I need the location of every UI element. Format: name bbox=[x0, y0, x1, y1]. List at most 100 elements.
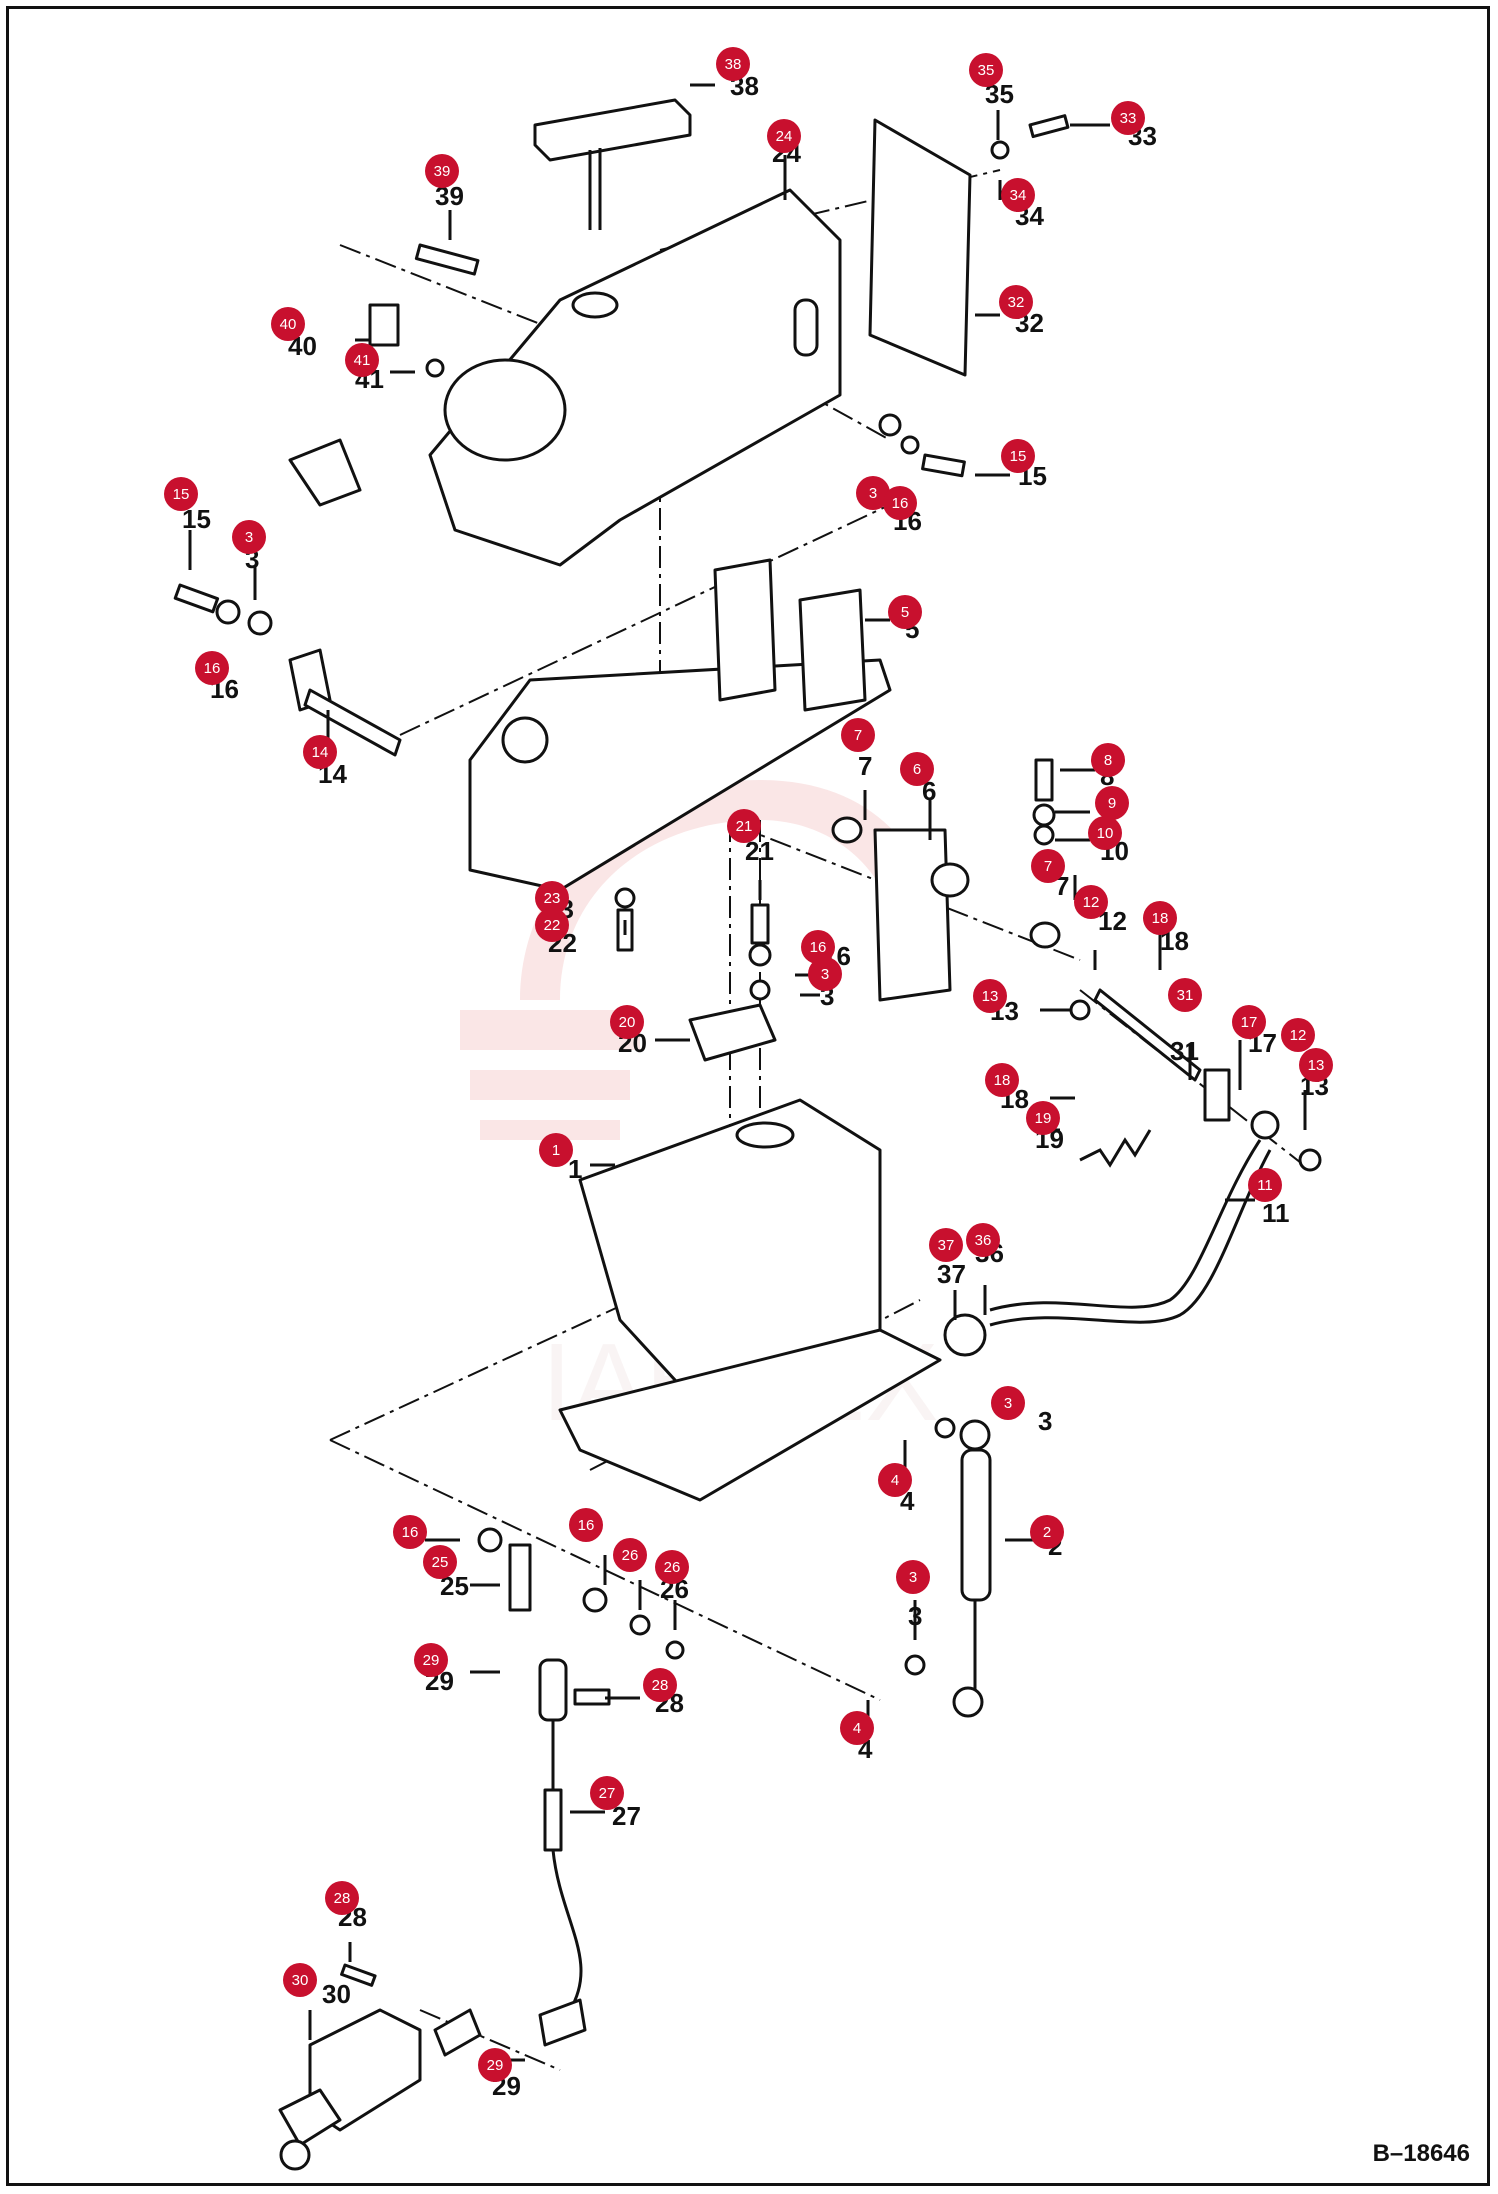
callout-badge: 29 bbox=[414, 1643, 448, 1677]
svg-text:21: 21 bbox=[736, 818, 753, 835]
callout-badge: 25 bbox=[423, 1545, 457, 1579]
svg-text:12: 12 bbox=[1290, 1027, 1307, 1044]
svg-text:29: 29 bbox=[423, 1652, 440, 1669]
svg-text:28: 28 bbox=[334, 1890, 351, 1907]
svg-text:16: 16 bbox=[204, 660, 221, 677]
callout-badge: 20 bbox=[610, 1005, 644, 1039]
callout-badge: 27 bbox=[590, 1776, 624, 1810]
callout-badge: 28 bbox=[325, 1881, 359, 1915]
ref-37: 37 bbox=[937, 1259, 966, 1289]
svg-text:27: 27 bbox=[599, 1785, 616, 1802]
gas-strut bbox=[904, 1417, 992, 1718]
svg-text:17: 17 bbox=[1241, 1014, 1258, 1031]
svg-text:3: 3 bbox=[869, 485, 877, 502]
svg-text:8: 8 bbox=[1104, 752, 1112, 769]
callout-badge: 4 bbox=[840, 1711, 874, 1745]
svg-text:12: 12 bbox=[1083, 894, 1100, 911]
callout-badge: 11 bbox=[1248, 1168, 1282, 1202]
svg-text:41: 41 bbox=[354, 352, 371, 369]
callout-badge: 23 bbox=[535, 881, 569, 915]
side-plate bbox=[868, 118, 972, 377]
callout-badge: 35 bbox=[969, 53, 1003, 87]
handle bbox=[533, 98, 692, 230]
svg-text:25: 25 bbox=[432, 1554, 449, 1571]
callout-badge: 41 bbox=[345, 343, 379, 377]
callout-badge: 18 bbox=[985, 1063, 1019, 1097]
callout-badge: 39 bbox=[425, 154, 459, 188]
svg-text:4: 4 bbox=[853, 1720, 861, 1737]
svg-text:34: 34 bbox=[1010, 187, 1027, 204]
svg-text:3: 3 bbox=[909, 1569, 917, 1586]
pivot-shaft bbox=[288, 648, 402, 757]
svg-text:4: 4 bbox=[891, 1472, 899, 1489]
callout-badge: 17 bbox=[1232, 1005, 1266, 1039]
callout-badge: 36 bbox=[966, 1223, 1000, 1257]
callout-badge: 40 bbox=[271, 307, 305, 341]
callout-badge: 33 bbox=[1111, 101, 1145, 135]
ref-7a: 7 bbox=[858, 751, 872, 781]
lower-linkage bbox=[477, 1527, 685, 2011]
svg-text:40: 40 bbox=[280, 316, 297, 333]
bolt-stack-right bbox=[1032, 758, 1056, 846]
callout-badges: 38 24 35 33 34 39 32 40 41 15 3 16 15 3 … bbox=[164, 47, 1333, 2082]
callout-badge: 12 bbox=[1074, 885, 1108, 919]
callout-badge: 2 bbox=[1030, 1515, 1064, 1549]
callout-badge: 3 bbox=[232, 520, 266, 554]
svg-text:19: 19 bbox=[1035, 1110, 1052, 1127]
svg-text:3: 3 bbox=[821, 966, 829, 983]
callout-badge: 16 bbox=[569, 1508, 603, 1542]
callout-badge: 31 bbox=[1168, 978, 1202, 1012]
ref-1: 1 bbox=[568, 1154, 582, 1184]
pivot-pin-spring bbox=[1069, 988, 1231, 1168]
callout-badge: 37 bbox=[929, 1228, 963, 1262]
svg-text:15: 15 bbox=[173, 486, 190, 503]
callout-badge: 15 bbox=[164, 477, 198, 511]
callout-badge: 3 bbox=[991, 1386, 1025, 1420]
valve-block bbox=[278, 1963, 587, 2171]
svg-text:15: 15 bbox=[1010, 448, 1027, 465]
callout-badge: 1 bbox=[539, 1133, 573, 1167]
svg-text:10: 10 bbox=[1097, 825, 1114, 842]
svg-text:18: 18 bbox=[1152, 910, 1169, 927]
mount-bracket bbox=[468, 558, 892, 892]
svg-text:38: 38 bbox=[725, 56, 742, 73]
svg-text:9: 9 bbox=[1108, 795, 1116, 812]
callout-badge: 3 bbox=[856, 476, 890, 510]
callout-badge: 3 bbox=[808, 957, 842, 991]
svg-text:16: 16 bbox=[892, 495, 909, 512]
callout-badge: 4 bbox=[878, 1463, 912, 1497]
svg-text:26: 26 bbox=[664, 1559, 681, 1576]
leader-lines bbox=[188, 83, 1307, 2062]
svg-text:1: 1 bbox=[552, 1142, 560, 1159]
callout-badge: 22 bbox=[535, 908, 569, 942]
svg-text:39: 39 bbox=[434, 163, 451, 180]
bolt-stack-center bbox=[614, 887, 772, 1001]
callout-badge: 6 bbox=[900, 752, 934, 786]
callout-badge: 7 bbox=[841, 718, 875, 752]
callout-badge: 13 bbox=[1299, 1048, 1333, 1082]
svg-text:26: 26 bbox=[622, 1547, 639, 1564]
svg-text:24: 24 bbox=[776, 128, 793, 145]
svg-text:29: 29 bbox=[487, 2057, 504, 2074]
svg-text:7: 7 bbox=[1044, 858, 1052, 875]
callout-badge: 28 bbox=[643, 1668, 677, 1702]
callout-badge: 3 bbox=[896, 1560, 930, 1594]
base-pedestal bbox=[558, 1098, 942, 1502]
callout-badge: 12 bbox=[1281, 1018, 1315, 1052]
callout-badge: 16 bbox=[801, 930, 835, 964]
callout-badge: 38 bbox=[716, 47, 750, 81]
callout-badge: 5 bbox=[888, 595, 922, 629]
svg-text:5: 5 bbox=[901, 604, 909, 621]
svg-text:23: 23 bbox=[544, 890, 561, 907]
svg-text:16: 16 bbox=[578, 1517, 595, 1534]
callout-badge: 16 bbox=[195, 651, 229, 685]
ref-11: 11 bbox=[1262, 1198, 1290, 1228]
svg-text:37: 37 bbox=[938, 1237, 955, 1254]
svg-text:3: 3 bbox=[245, 529, 253, 546]
svg-text:35: 35 bbox=[978, 62, 995, 79]
svg-text:18: 18 bbox=[994, 1072, 1011, 1089]
svg-text:2: 2 bbox=[1043, 1524, 1051, 1541]
ref-31: 31 bbox=[1170, 1036, 1199, 1066]
svg-text:20: 20 bbox=[619, 1014, 636, 1031]
